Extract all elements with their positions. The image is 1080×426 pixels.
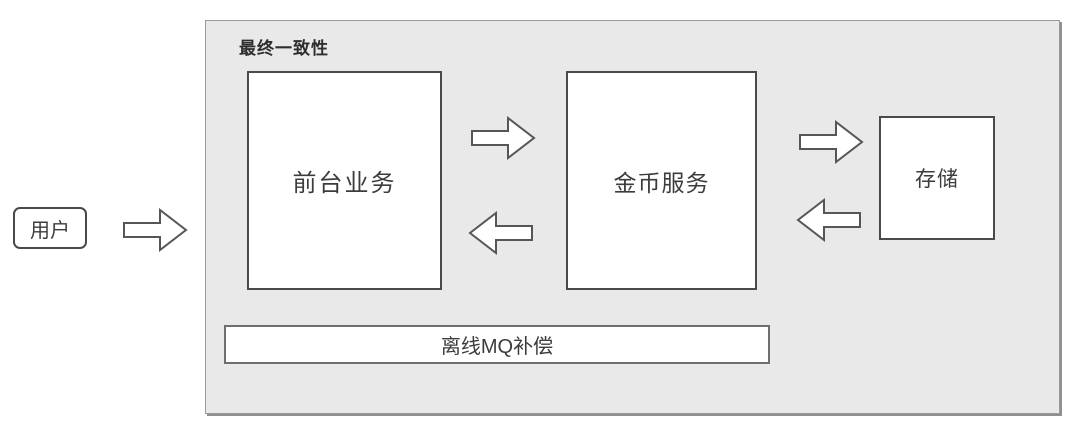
node-coin-service-label: 金币服务: [613, 169, 710, 196]
block-arrow-right-icon: [123, 208, 188, 252]
node-mq-compensation: 离线MQ补偿: [224, 325, 770, 364]
group-title: 最终一致性: [239, 39, 329, 58]
node-frontend-business: 前台业务: [247, 71, 442, 290]
node-mq-compensation-label: 离线MQ补偿: [440, 336, 554, 358]
node-user-label: 用户: [30, 219, 70, 242]
eventual-consistency-group: 最终一致性 前台业务 金币服务 存储 离线MQ补偿: [205, 20, 1060, 414]
block-arrow-right-icon: [799, 120, 864, 164]
block-arrow-left-icon: [468, 211, 533, 255]
node-storage-label: 存储: [915, 168, 959, 191]
block-arrow-right-icon: [471, 116, 536, 160]
node-coin-service: 金币服务: [566, 71, 757, 290]
node-storage: 存储: [879, 116, 995, 240]
node-frontend-label: 前台业务: [292, 170, 397, 197]
block-arrow-left-icon: [796, 198, 861, 242]
node-user: 用户: [13, 207, 87, 249]
